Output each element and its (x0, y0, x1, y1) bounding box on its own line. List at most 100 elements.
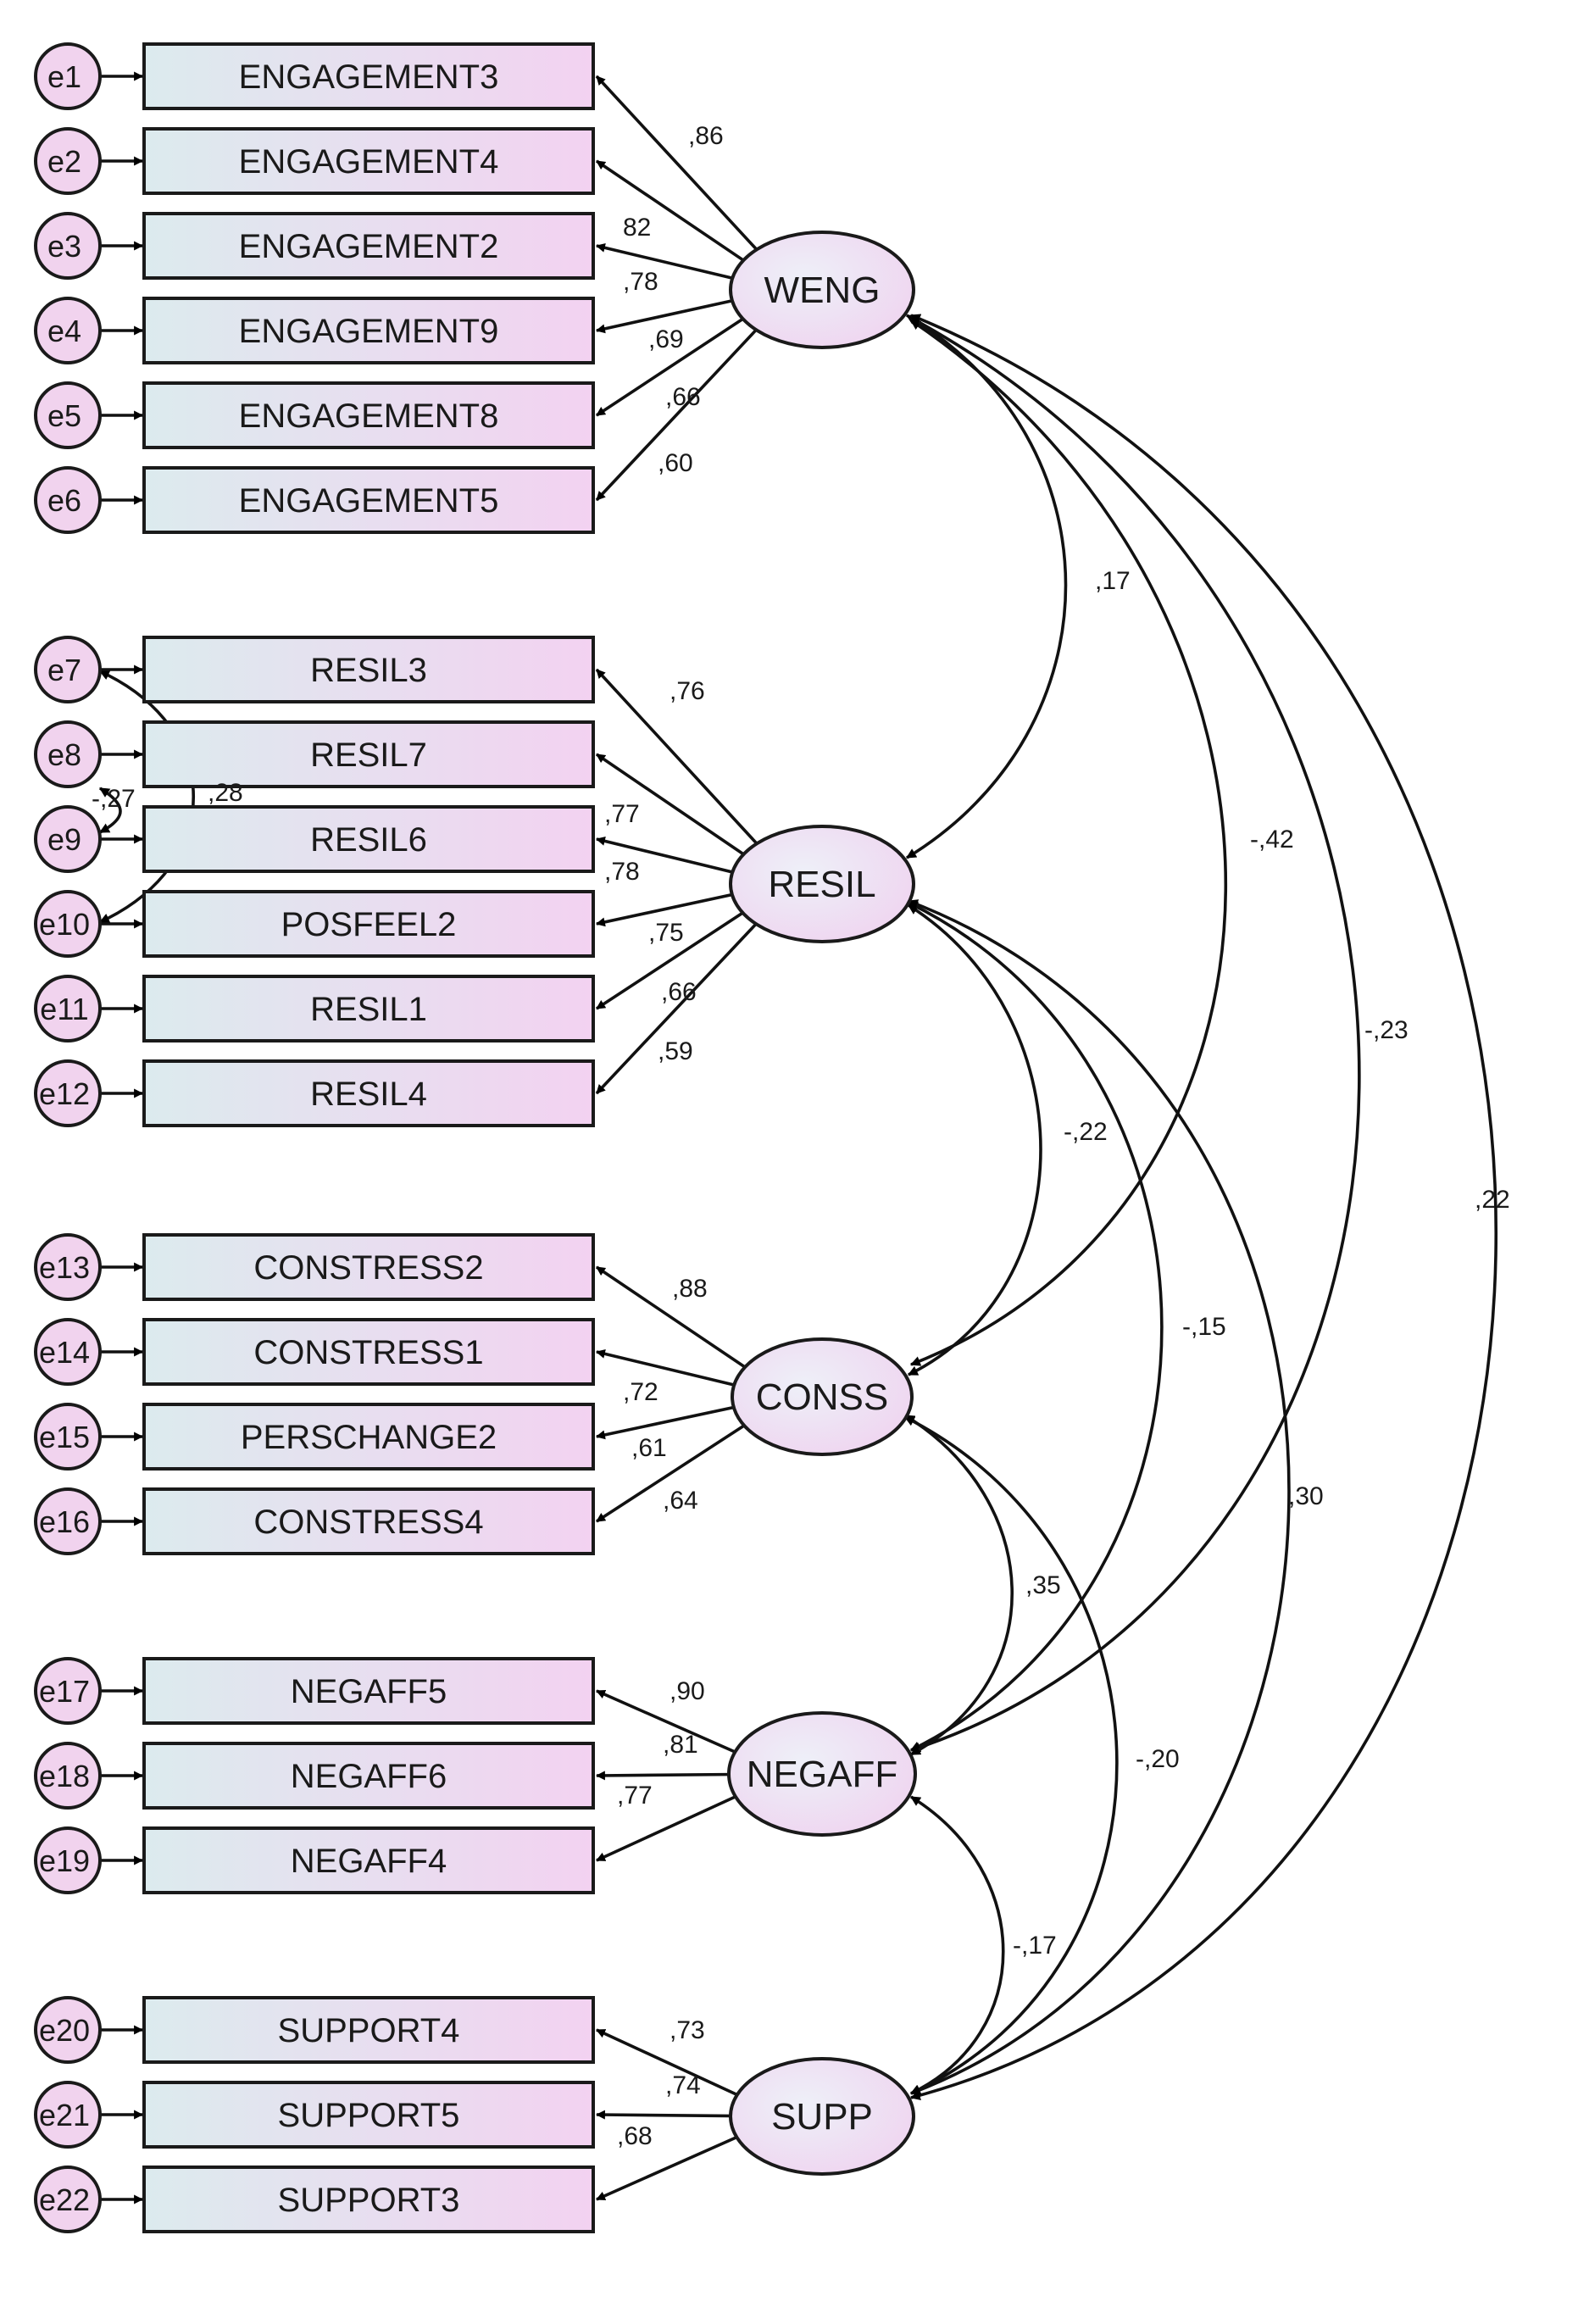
error-circle (34, 636, 102, 703)
error-term-e21: e21 (34, 2081, 102, 2149)
error-term-e13: e13 (34, 1233, 102, 1301)
loading-value: 82 (623, 214, 651, 242)
covariance-conss-negaff (903, 1414, 1014, 1756)
error-circle (34, 720, 102, 788)
loading-value: ,77 (617, 1782, 653, 1810)
error-term-e6: e6 (34, 466, 102, 534)
latent-label: CONSS (756, 1376, 888, 1418)
error-label: e10 (39, 907, 90, 942)
indicator-label: PERSCHANGE2 (241, 1419, 497, 1456)
error-term-e18: e18 (34, 1742, 102, 1810)
error-label: e21 (39, 2098, 90, 2132)
error-circle (34, 1487, 102, 1555)
indicator-box (142, 975, 595, 1042)
error-term-e3: e3 (34, 212, 102, 280)
indicator-label: ENGAGEMENT3 (239, 58, 499, 96)
indicator-label: SUPPORT4 (278, 2012, 460, 2049)
error-circle (34, 1403, 102, 1471)
loading-arrow (595, 891, 740, 927)
error-label: e8 (47, 737, 81, 772)
latent-label: RESIL (768, 864, 875, 905)
indicator-negaff5: NEGAFF5 (142, 1657, 595, 1725)
covariance-value: ,30 (1288, 1482, 1324, 1510)
latent-supp: SUPP (729, 2057, 915, 2176)
error-term-e5: e5 (34, 381, 102, 449)
error-term-e2: e2 (34, 127, 102, 195)
indicator-label: RESIL4 (310, 1076, 427, 1113)
indicator-engagement4: ENGAGEMENT4 (142, 127, 595, 195)
indicator-engagement2: ENGAGEMENT2 (142, 212, 595, 280)
error-circle (34, 1996, 102, 2064)
covariance-value: -,23 (1364, 1016, 1409, 1044)
latent-label: WENG (764, 270, 881, 311)
error-term-e8: e8 (34, 720, 102, 788)
indicator-box (142, 1233, 595, 1301)
indicator-label: CONSTRESS2 (253, 1249, 483, 1287)
loading-arrow (595, 75, 762, 255)
error-label: e22 (39, 2182, 90, 2217)
error-circle (34, 42, 102, 110)
indicator-label: CONSTRESS1 (253, 1334, 483, 1371)
indicator-label: NEGAFF4 (291, 1843, 447, 1880)
error-term-e19: e19 (34, 1826, 102, 1894)
error-label: e11 (40, 992, 88, 1026)
indicator-box (142, 890, 595, 958)
error-circle (34, 127, 102, 195)
loading-value: ,76 (670, 677, 705, 705)
covariance-value: ,17 (1095, 567, 1131, 595)
error-circle (34, 1059, 102, 1127)
loading-value: ,68 (617, 2122, 653, 2150)
loading-value: ,66 (661, 978, 697, 1006)
loading-value: ,72 (623, 1378, 658, 1406)
indicator-box (142, 1403, 595, 1471)
indicator-box (142, 1996, 595, 2064)
loading-value: ,88 (672, 1275, 708, 1303)
indicator-label: NEGAFF6 (291, 1758, 447, 1795)
indicator-label: POSFEEL2 (281, 906, 457, 943)
error-covariance-value: -,27 (92, 785, 136, 813)
indicator-box (142, 381, 595, 449)
indicator-box (142, 1657, 595, 1725)
indicator-constress2: CONSTRESS2 (142, 1233, 595, 1301)
error-term-e10: e10 (34, 890, 102, 958)
error-term-e12: e12 (34, 1059, 102, 1127)
indicator-engagement3: ENGAGEMENT3 (142, 42, 595, 110)
indicator-resil6: RESIL6 (142, 805, 595, 873)
error-circle (34, 975, 102, 1042)
error-circle (34, 297, 102, 364)
indicator-label: RESIL1 (310, 991, 427, 1028)
loading-value: ,64 (663, 1487, 698, 1515)
covariance-resil-supp (907, 899, 1291, 2095)
coefficient-labels: ,17-,42-,23,22-,22-,15,30,35-,20-,17,28-… (92, 122, 1510, 2150)
error-label: e14 (39, 1335, 90, 1370)
loading-arrow (596, 1421, 751, 1523)
error-circle (34, 381, 102, 449)
loading-arrow (595, 753, 750, 859)
indicator-support3: SUPPORT3 (142, 2166, 595, 2233)
indicator-box (142, 1742, 595, 1810)
error-term-e4: e4 (34, 297, 102, 364)
latent-ellipse (731, 1337, 914, 1456)
loading-arrow (596, 2028, 744, 2099)
indicator-constress4: CONSTRESS4 (142, 1487, 595, 1555)
indicator-box (142, 2081, 595, 2149)
indicator-box (142, 297, 595, 364)
latent-ellipse (727, 1711, 917, 1837)
indicator-box (142, 212, 595, 280)
indicator-label: SUPPORT5 (278, 2097, 460, 2134)
covariance-value: -,15 (1182, 1313, 1226, 1341)
error-circle (34, 1233, 102, 1301)
indicator-resil4: RESIL4 (142, 1059, 595, 1127)
loading-arrow (596, 314, 749, 417)
error-term-e17: e17 (34, 1657, 102, 1725)
loading-arrow (595, 242, 740, 281)
indicator-label: ENGAGEMENT8 (239, 398, 499, 435)
error-label: e18 (39, 1759, 90, 1793)
loading-value: ,78 (623, 268, 658, 296)
loading-arrow (595, 159, 750, 265)
indicator-negaff4: NEGAFF4 (142, 1826, 595, 1894)
indicator-label: RESIL3 (310, 652, 427, 689)
error-circle (34, 2166, 102, 2233)
indicator-engagement5: ENGAGEMENT5 (142, 466, 595, 534)
loading-arrows (100, 71, 762, 2204)
